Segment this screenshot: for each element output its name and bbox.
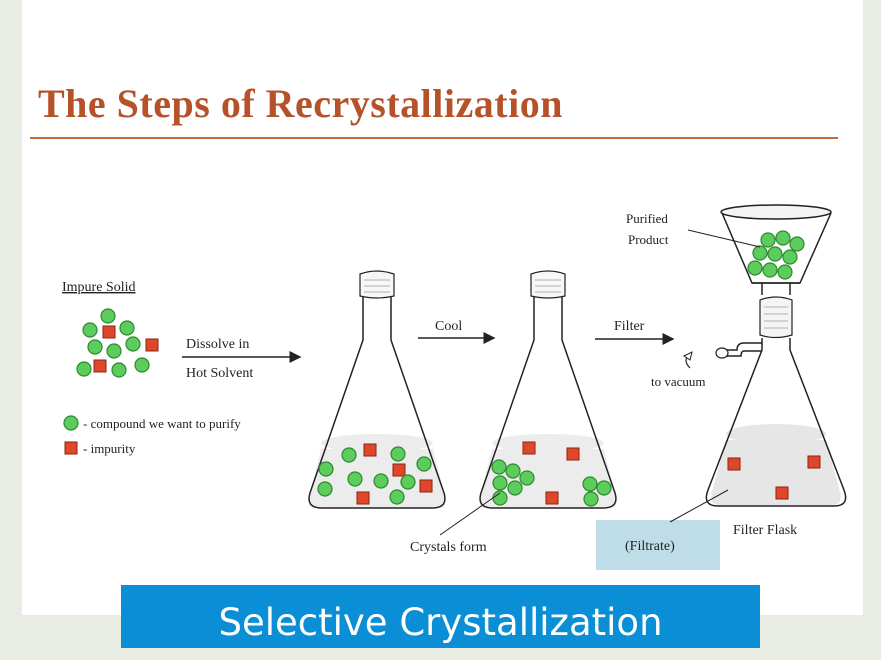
slide-background: [22, 0, 863, 615]
legend-impurity-label: - impurity: [83, 441, 136, 456]
compound-legend-icon: [63, 415, 79, 431]
filter-flask: [683, 296, 847, 507]
filtrate-pointer: [669, 489, 729, 523]
caption-banner: Selective Crystallization: [121, 585, 760, 648]
dissolve-label-line1: Dissolve in: [186, 337, 249, 352]
crystals-pointer: [439, 492, 501, 536]
impure-solid-cluster: [76, 308, 159, 378]
filtrate-label: (Filtrate): [625, 539, 675, 554]
purified-label-line1: Purified: [626, 211, 668, 226]
impurity-legend-icon: [64, 441, 78, 455]
purified-label-line2: Product: [628, 232, 669, 247]
vacuum-label: to vacuum: [651, 374, 706, 389]
dissolve-label-line2: Hot Solvent: [186, 366, 253, 381]
purified-pointer: [687, 229, 761, 248]
filter-label: Filter: [614, 319, 645, 334]
flask-hot-solution: [308, 270, 446, 509]
impure-solid-label: Impure Solid: [62, 280, 136, 295]
legend-compound-label: - compound we want to purify: [83, 416, 241, 431]
buchner-funnel: [720, 204, 832, 295]
title-underline: [30, 137, 838, 139]
flask-crystals: [479, 270, 617, 509]
cool-label: Cool: [435, 319, 462, 334]
crystals-label: Crystals form: [410, 540, 487, 555]
filter-flask-label: Filter Flask: [733, 523, 797, 538]
slide-title: The Steps of Recrystallization: [38, 81, 563, 126]
filtrate-box: [596, 520, 720, 570]
